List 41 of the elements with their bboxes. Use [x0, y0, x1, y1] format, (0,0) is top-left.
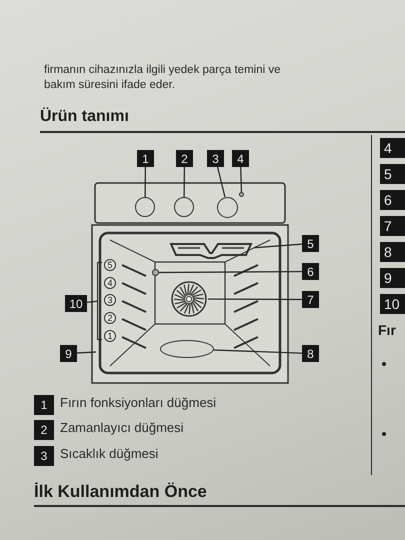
- legend-text: Sıcaklık düğmesi: [60, 446, 158, 461]
- callout-number: 9: [380, 268, 405, 288]
- leader-line: [214, 349, 302, 354]
- paragraph: firmanın cihazınızla ilgili yedek parça temini ve bakım süresini ifade eder.: [44, 63, 282, 93]
- bracket: [97, 262, 102, 340]
- leader-line: [217, 166, 226, 198]
- callout-number: 7: [302, 291, 319, 308]
- fan-drawing: [170, 280, 208, 318]
- callout-number: 10: [380, 294, 405, 314]
- callout-number: 6: [380, 190, 405, 210]
- callout-number: 6: [302, 263, 319, 280]
- callout-number: 10: [65, 295, 87, 312]
- callout-number: 4: [380, 138, 405, 158]
- callout-number: 1: [34, 395, 54, 415]
- callout-number: 5: [302, 235, 319, 252]
- leader-line: [159, 270, 302, 274]
- section-heading: İlk Kullanımdan Önce: [34, 482, 207, 502]
- grill-heater-drawing: [168, 241, 254, 261]
- legend-text: Zamanlayıcı düğmesi: [60, 420, 184, 435]
- callout-number: 8: [302, 345, 319, 362]
- leader-line: [86, 300, 98, 303]
- callout-number: 8: [380, 242, 405, 262]
- indicator-light: [239, 192, 244, 197]
- leader-line: [76, 351, 96, 354]
- callout-number: 9: [60, 345, 77, 362]
- subheading: Fır: [378, 322, 396, 338]
- callout-number: 7: [380, 216, 405, 236]
- callout-number: 1: [137, 150, 154, 167]
- callout-number: 3: [207, 150, 224, 167]
- callout-number: 2: [176, 150, 193, 167]
- section-heading: Ürün tanımı: [40, 108, 129, 126]
- leader-line: [208, 298, 302, 300]
- leader-line: [240, 166, 242, 192]
- legend-text: Fırın fonksiyonları düğmesi: [60, 395, 216, 410]
- callout-number: 4: [232, 150, 249, 167]
- callout-number: 3: [34, 446, 54, 466]
- leader-line: [254, 244, 302, 248]
- leader-line: [184, 167, 185, 197]
- callout-number: 2: [34, 420, 54, 440]
- leader-line: [144, 167, 146, 197]
- callout-number: 5: [380, 164, 405, 184]
